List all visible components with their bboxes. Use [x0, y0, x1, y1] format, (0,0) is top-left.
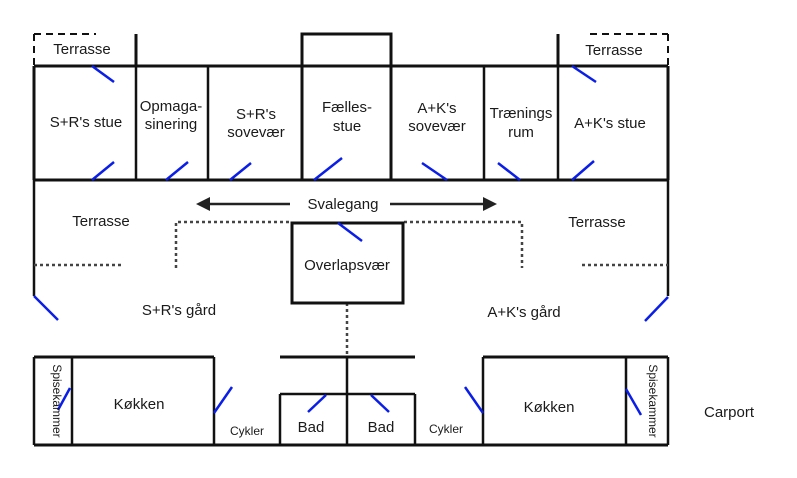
label-koekken-left: Køkken — [114, 396, 165, 413]
door-overlapsvaer — [337, 222, 363, 242]
svalegang-arrow — [196, 197, 497, 211]
label-spisekammer-right: Spisekammer — [646, 364, 660, 437]
door-ak-stue-top — [571, 64, 597, 84]
label-traeningsrum-2: rum — [508, 124, 534, 141]
room-labels: Terrasse Terrasse S+R's stue Opmaga- sin… — [50, 41, 755, 438]
door-sr-stue-top — [91, 64, 115, 84]
door-faellesstue — [313, 157, 343, 181]
label-terrasse-top-left: Terrasse — [53, 41, 111, 58]
label-sr-sovevaer-2: sovevær — [227, 124, 285, 141]
label-overlapsvaer: Overlapsvær — [304, 257, 390, 274]
overlapsvaer-room — [290, 221, 405, 305]
label-carport: Carport — [704, 404, 755, 421]
door-bad-right — [370, 394, 390, 413]
label-opmagasinering-1: Opmaga- — [140, 98, 203, 115]
door-opmagasinering — [165, 161, 189, 181]
door-sr-sovevaer — [229, 162, 252, 181]
top-terraces — [33, 33, 669, 66]
label-sr-sovevaer-1: S+R's — [236, 106, 276, 123]
door-ak-sovevaer — [421, 161, 448, 182]
label-bad-right: Bad — [368, 419, 395, 436]
label-bad-left: Bad — [298, 419, 325, 436]
label-koekken-right: Køkken — [524, 399, 575, 416]
bottom-wing-walls — [32, 355, 670, 447]
label-terrasse-mid-right: Terrasse — [568, 214, 626, 231]
label-opmagasinering-2: sinering — [145, 116, 198, 133]
label-ak-sovevaer-1: A+K's — [417, 100, 456, 117]
label-faellesstue-1: Fælles- — [322, 99, 372, 116]
side-walls — [32, 180, 670, 296]
label-spisekammer-left: Spisekammer — [50, 364, 64, 437]
door-sr-gaard — [33, 295, 59, 321]
door-ak-stue-bottom — [571, 160, 595, 181]
label-sr-stue: S+R's stue — [50, 114, 122, 131]
door-koekken-right — [463, 386, 485, 414]
door-koekken-left — [212, 386, 234, 414]
door-spisekammer-right — [624, 388, 643, 416]
label-ak-gaard: A+K's gård — [487, 304, 560, 321]
door-bad-left — [307, 394, 327, 413]
label-faellesstue-2: stue — [333, 118, 361, 135]
label-traeningsrum-1: Trænings — [490, 105, 553, 122]
label-ak-stue: A+K's stue — [574, 115, 646, 132]
label-terrasse-top-right: Terrasse — [585, 42, 643, 59]
label-ak-sovevaer-2: sovevær — [408, 118, 466, 135]
doors — [33, 64, 669, 416]
label-cykler-right: Cykler — [429, 422, 463, 436]
top-wing-walls — [32, 32, 670, 182]
door-traeningsrum — [497, 162, 521, 181]
garden-boundaries — [34, 220, 668, 357]
label-sr-gaard: S+R's gård — [142, 302, 216, 319]
door-sr-stue-bottom — [91, 161, 115, 181]
label-terrasse-mid-left: Terrasse — [72, 213, 130, 230]
door-spisekammer-left — [56, 387, 72, 411]
label-cykler-left: Cykler — [230, 424, 264, 438]
door-ak-gaard — [644, 296, 669, 322]
label-svalegang: Svalegang — [308, 196, 379, 213]
